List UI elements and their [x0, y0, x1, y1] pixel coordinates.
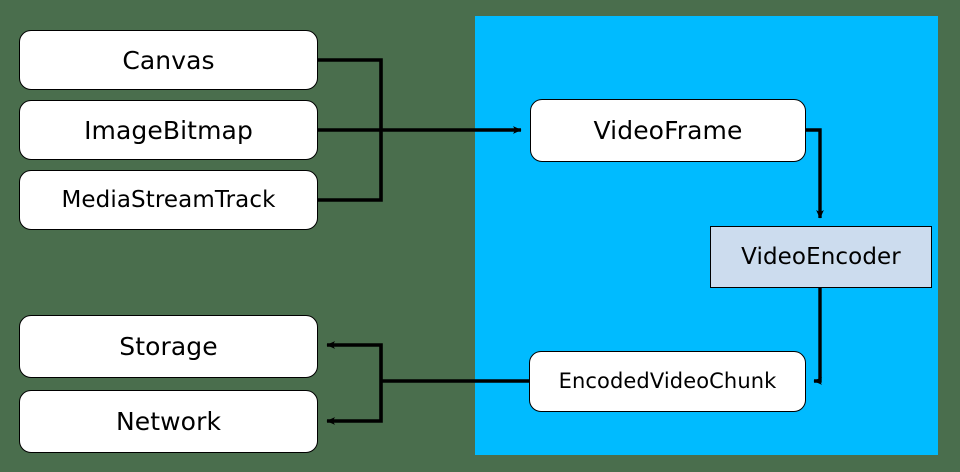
edge-encodedvideochunk-to-network: [326, 381, 383, 425]
edge-canvas-to-videoframe: [318, 58, 383, 130]
node-imagebitmap-label: ImageBitmap: [84, 115, 253, 145]
node-encodedvideochunk[interactable]: EncodedVideoChunk: [529, 351, 806, 412]
node-encodedvideochunk-label: EncodedVideoChunk: [558, 369, 777, 393]
node-imagebitmap[interactable]: ImageBitmap: [19, 100, 318, 160]
node-videoframe-label: VideoFrame: [593, 116, 743, 145]
node-mediastreamtrack[interactable]: MediaStreamTrack: [19, 170, 318, 230]
node-network-label: Network: [115, 407, 222, 436]
node-videoencoder-label: VideoEncoder: [741, 243, 901, 270]
node-canvas[interactable]: Canvas: [19, 30, 318, 90]
node-mediastreamtrack-label: MediaStreamTrack: [61, 186, 276, 213]
edge-encodedvideochunk-to-storage: [326, 341, 383, 381]
node-network[interactable]: Network: [19, 390, 318, 453]
edge-mediastreamtrack-to-videoframe: [318, 130, 383, 202]
node-videoencoder[interactable]: VideoEncoder: [710, 226, 932, 288]
node-storage[interactable]: Storage: [19, 315, 318, 378]
node-videoframe[interactable]: VideoFrame: [530, 99, 806, 162]
node-storage-label: Storage: [119, 332, 218, 361]
node-canvas-label: Canvas: [122, 45, 215, 75]
